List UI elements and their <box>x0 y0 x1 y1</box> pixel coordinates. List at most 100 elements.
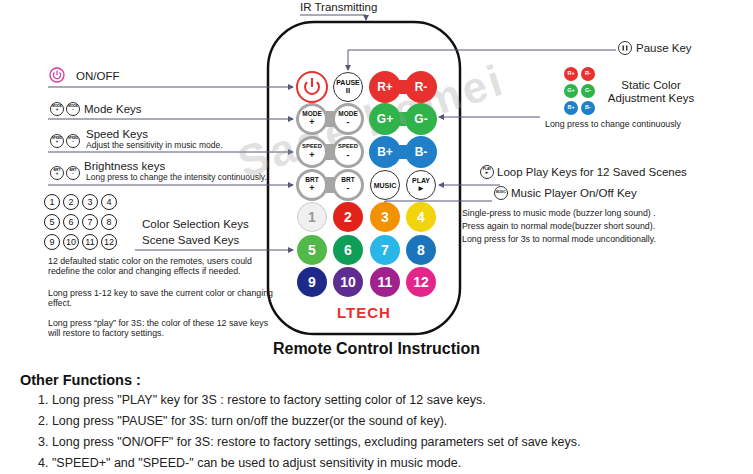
key-text: + <box>309 151 314 160</box>
annotation-label: Adjust the sensitivity in music mode. <box>86 141 223 151</box>
key-text: ► <box>417 185 425 193</box>
key-button: 11 <box>82 234 98 250</box>
key-button: 12 <box>406 267 436 297</box>
key-button: MUSIC <box>494 186 508 200</box>
key-text: LTECH <box>268 305 460 320</box>
annotation-label: Color Selection Keys <box>142 218 249 231</box>
key-text: 10 <box>340 275 356 289</box>
key-button: 6 <box>333 235 363 265</box>
key-button: PLAY► <box>406 170 436 200</box>
key-text: 2 <box>344 210 352 224</box>
annotation-label: Long press “play” for 3S: the color of t… <box>48 318 280 338</box>
key-button: BRT+ <box>299 172 325 198</box>
annotation-label: 2. Long press "PAUSE" for 3S: turn on/of… <box>38 414 447 428</box>
key-text: 2 <box>68 198 73 207</box>
key-button: 7 <box>82 214 98 230</box>
diagram-title: Remote Control Instruction <box>0 340 753 358</box>
key-button: 1 <box>297 202 327 232</box>
key-button: 6 <box>63 214 79 230</box>
key-button: B- <box>406 137 436 167</box>
key-button: R+ <box>564 67 578 81</box>
key-text: 9 <box>308 275 316 289</box>
key-button: BRT- <box>66 166 80 180</box>
key-button: 4 <box>406 202 436 232</box>
key-text: - <box>347 151 350 160</box>
annotation-label: IR Transmitting <box>300 1 377 14</box>
annotation-label: ON/OFF <box>76 70 119 83</box>
key-button: 3 <box>370 202 400 232</box>
key-text: - <box>72 140 74 145</box>
annotation-label: Scene Saved Keys <box>142 234 239 247</box>
key-text: B+ <box>377 146 393 158</box>
key-text: 12 <box>413 275 429 289</box>
key-button: 11 <box>370 267 400 297</box>
annotation-label: Music Player On/Off Key <box>511 187 637 200</box>
key-button: 4 <box>101 194 117 210</box>
key-text: R+ <box>567 71 574 77</box>
key-button: SPEED+ <box>50 134 64 148</box>
key-text: G+ <box>377 113 393 125</box>
key-button: SPEED+ <box>299 139 325 165</box>
key-button: SPEED- <box>335 139 361 165</box>
key-text: 3 <box>87 198 92 207</box>
key-button: 9 <box>44 234 60 250</box>
key-text: 7 <box>381 243 389 257</box>
key-button: 1 <box>44 194 60 210</box>
key-text: MUSIC <box>374 182 397 189</box>
key-button: MODE- <box>335 106 361 132</box>
key-button: 10 <box>63 234 79 250</box>
remote-body <box>268 22 460 334</box>
key-text: 4 <box>106 198 111 207</box>
key-text: R+ <box>377 81 393 93</box>
key-text: 10 <box>66 238 76 247</box>
key-button: MODE+ <box>299 106 325 132</box>
key-button: 8 <box>406 235 436 265</box>
key-text: 6 <box>68 218 73 227</box>
key-text: 1 <box>49 198 54 207</box>
key-text: - <box>347 118 350 127</box>
key-text: 5 <box>308 243 316 257</box>
key-text: ► <box>485 171 489 176</box>
key-text: + <box>56 108 59 113</box>
key-text: 5 <box>49 218 54 227</box>
key-text: + <box>56 140 59 145</box>
key-button: BRT- <box>335 172 361 198</box>
power-icon <box>50 68 64 82</box>
key-text: + <box>56 172 59 177</box>
annotation-label: Long press to change the intensity conti… <box>86 173 267 183</box>
key-text: G- <box>585 88 591 94</box>
key-button: G- <box>581 84 595 98</box>
key-text: 3 <box>381 210 389 224</box>
pause-icon <box>619 42 632 55</box>
key-text: 11 <box>378 275 393 289</box>
remote-control: LTECHPAUSEIIR+R-MODE+MODE-G+G-SPEED+SPEE… <box>268 22 460 334</box>
key-text: - <box>72 172 74 177</box>
key-text: 8 <box>106 218 111 227</box>
annotation-label: 4. "SPEED+" and "SPEED-" can be used to … <box>38 456 461 470</box>
key-text: 4 <box>417 210 425 224</box>
annotation-label: Pause Key <box>636 42 692 55</box>
key-text: R- <box>585 71 591 77</box>
key-text: B- <box>585 105 591 111</box>
key-text: B+ <box>567 105 574 111</box>
key-text: MUSIC <box>496 191 506 194</box>
key-text: + <box>309 118 314 127</box>
key-button: MODE+ <box>50 102 64 116</box>
annotation-label: 3. Long press "ON/OFF" for 3S: restore t… <box>38 435 580 449</box>
annotation-label: Long press to change continuously <box>545 119 681 129</box>
key-button: PLAY► <box>480 165 494 179</box>
key-button: R- <box>406 72 436 102</box>
key-text: - <box>347 184 350 193</box>
key-button: 10 <box>333 267 363 297</box>
key-text: 8 <box>417 243 425 257</box>
key-text: 7 <box>87 218 92 227</box>
key-button: 5 <box>297 235 327 265</box>
key-button: MUSIC <box>370 170 400 200</box>
annotation-label: Press again to normal mode(buzzer short … <box>462 221 655 231</box>
key-button: MODE- <box>66 102 80 116</box>
key-text: II <box>346 87 350 95</box>
key-text: + <box>309 184 314 193</box>
power-button <box>297 72 327 102</box>
annotation-label: Long press for 3s to normal mode uncondi… <box>462 234 656 244</box>
key-button: 3 <box>82 194 98 210</box>
